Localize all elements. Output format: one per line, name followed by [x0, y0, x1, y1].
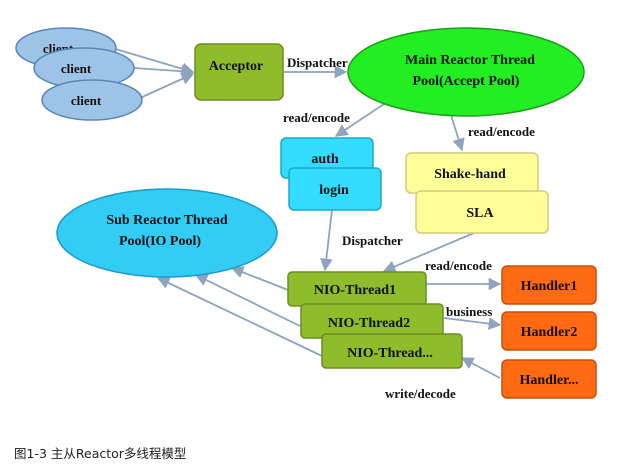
shake-hand-label: Shake-hand [434, 167, 506, 182]
handler-1-node: Handler1 [501, 265, 597, 305]
nio-thread-2-node: NIO-Thread2 [300, 303, 444, 339]
login-label: login [319, 183, 349, 198]
sla-node: SLA [415, 190, 549, 234]
nio-thread-1-label: NIO-Thread1 [314, 283, 396, 298]
nio-thread-2-label: NIO-Thread2 [328, 316, 410, 331]
login-node: login [288, 167, 382, 211]
handler-2-label: Handler2 [521, 325, 578, 340]
shake-hand-node: Shake-hand [405, 152, 539, 194]
edge-nio1-subreactor [230, 266, 289, 291]
edge-client2-acceptor [133, 64, 195, 78]
sub-reactor-label-2: Pool(IO Pool) [119, 234, 201, 249]
edge-label-read-encode-left: read/encode [283, 110, 350, 125]
sla-label: SLA [466, 206, 494, 221]
acceptor-node: Acceptor [194, 43, 284, 101]
edge-client1-acceptor [111, 47, 195, 75]
nio-thread-3-label: NIO-Thread... [347, 346, 433, 361]
edge-label-read-encode-right: read/encode [468, 124, 535, 139]
edge-main-auth [334, 99, 391, 137]
client-node-3: client [41, 79, 143, 121]
edge-label-write-decode: write/decode [385, 386, 456, 401]
sub-reactor-label-1: Sub Reactor Thread [106, 213, 228, 228]
edge-layer [111, 47, 502, 379]
figure-caption: 图1-3 主从Reactor多线程模型 [14, 446, 187, 461]
edge-main-shakehand [449, 111, 465, 152]
main-reactor-label-1: Main Reactor Thread [405, 53, 535, 68]
edge-nio2-handler2 [443, 317, 502, 330]
edge-nio2-subreactor [194, 274, 301, 327]
handler-3-label: Handler... [520, 373, 579, 388]
edge-nio3-subreactor [156, 277, 323, 357]
handler-2-node: Handler2 [501, 311, 597, 351]
edge-sla-nio [382, 232, 475, 273]
handler-1-label: Handler1 [521, 279, 578, 294]
auth-label: auth [311, 152, 338, 167]
edge-login-nio [320, 209, 333, 272]
edge-label-business: business [446, 304, 492, 319]
main-reactor-node: Main Reactor Thread Pool(Accept Pool) [347, 27, 585, 117]
nio-thread-3-node: NIO-Thread... [321, 333, 463, 369]
edge-label-read-encode-handler: read/encode [425, 258, 492, 273]
handler-3-node: Handler... [501, 359, 597, 399]
acceptor-label: Acceptor [209, 59, 263, 74]
edge-label-dispatcher-top: Dispatcher [287, 55, 348, 70]
main-reactor-label-2: Pool(Accept Pool) [413, 74, 520, 89]
sub-reactor-node: Sub Reactor Thread Pool(IO Pool) [56, 188, 278, 278]
edge-handler3-nio3 [460, 357, 501, 379]
nio-thread-1-node: NIO-Thread1 [287, 271, 427, 307]
edge-label-dispatcher-mid: Dispatcher [342, 233, 403, 248]
client-label-2: client [61, 61, 92, 76]
edge-client3-acceptor [139, 72, 195, 99]
client-label-3: client [71, 93, 102, 108]
